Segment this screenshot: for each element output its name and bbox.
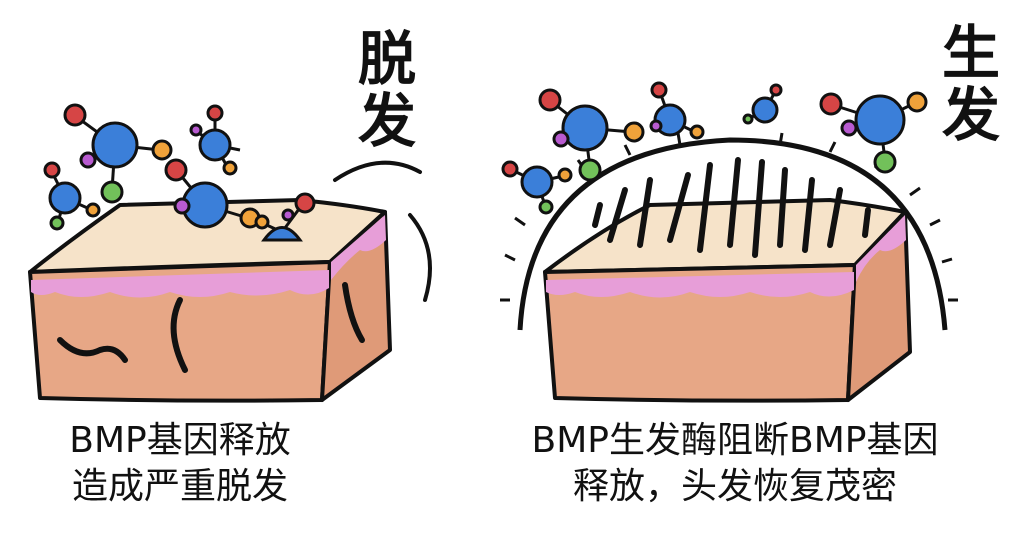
- hair-growth-title-text: 生发: [941, 19, 1000, 149]
- left-caption-line2: 造成严重脱发: [71, 466, 288, 507]
- dome-arc: [517, 137, 948, 331]
- growing-hairs: [592, 157, 871, 258]
- molecule: [819, 91, 928, 174]
- molecule: [501, 160, 573, 215]
- left-caption: BMP基因释放 造成严重脱发: [30, 418, 330, 510]
- hair-strand: [607, 187, 628, 243]
- hair-strand: [802, 177, 815, 253]
- molecule: [164, 158, 261, 229]
- right-pink-layer-side: [856, 215, 906, 282]
- molecule: [254, 192, 316, 242]
- fallen-hair: [408, 213, 432, 302]
- fallen-hair: [57, 337, 128, 363]
- right-skin-block: [543, 198, 912, 403]
- left-pink-layer: [31, 270, 329, 298]
- left-skin-front: [28, 260, 332, 403]
- hair-loss-title: 脱发: [352, 28, 422, 152]
- right-pink-layer: [546, 272, 854, 298]
- hair-strand: [727, 157, 741, 248]
- molecule: [189, 104, 241, 176]
- hair-strand: [637, 177, 653, 248]
- hair-loss-title-text: 脱发: [357, 25, 416, 155]
- fallen-hair: [342, 282, 365, 343]
- left-caption-line1: BMP基因释放: [69, 420, 291, 461]
- left-pink-layer-side: [331, 215, 386, 280]
- hair-strand: [777, 167, 788, 248]
- left-skin-block: [28, 198, 392, 403]
- right-skin-front: [543, 263, 857, 403]
- hair-strand: [592, 202, 603, 228]
- right-caption-line1: BMP生发酶阻断BMP基因: [531, 420, 939, 461]
- hair-strand: [862, 207, 871, 238]
- hair-strand: [697, 162, 713, 253]
- molecule: [63, 103, 173, 204]
- hair-strand: [752, 159, 765, 258]
- hair-growth-title: 生发: [936, 22, 1006, 146]
- hair-strand: [667, 172, 691, 243]
- right-caption: BMP生发酶阻断BMP基因 释放，头发恢复茂密: [470, 418, 1000, 510]
- molecule: [742, 83, 783, 125]
- fallen-hairs: [57, 160, 432, 373]
- molecule: [538, 88, 645, 182]
- fallen-hair: [170, 297, 188, 373]
- right-caption-line2: 释放，头发恢复茂密: [572, 466, 897, 507]
- fallen-hair: [333, 160, 422, 182]
- molecule: [43, 161, 101, 231]
- molecule: [649, 81, 705, 140]
- hair-strand: [827, 187, 843, 248]
